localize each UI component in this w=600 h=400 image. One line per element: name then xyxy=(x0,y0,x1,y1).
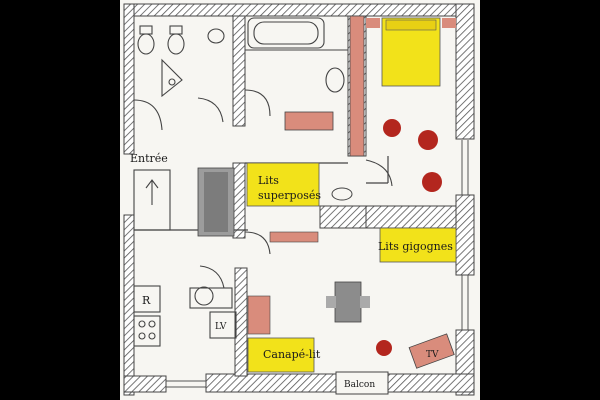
wall-bottom-mid xyxy=(205,373,337,393)
label-fridge: R xyxy=(142,294,151,307)
bedside-table-right xyxy=(442,18,456,28)
bunk-room-cabinet xyxy=(269,231,319,243)
washing-machine xyxy=(209,311,237,339)
living-plant xyxy=(376,340,392,356)
wall-left-lower xyxy=(123,214,135,396)
windows xyxy=(166,140,469,388)
wall-top xyxy=(123,3,475,17)
rug-icon xyxy=(331,187,353,201)
bunk-bed xyxy=(246,162,320,207)
kitchen-fixtures xyxy=(133,285,237,347)
balcony-door xyxy=(335,371,389,395)
wc-fixtures xyxy=(137,25,225,98)
sofa-bed xyxy=(247,337,315,373)
label-lits-gigognes: Lits gigognes xyxy=(378,240,453,253)
wall-wc-bath xyxy=(232,15,246,127)
dining-table xyxy=(326,281,370,323)
label-balcon: Balcon xyxy=(344,380,375,390)
tv-unit xyxy=(408,333,455,369)
shower-corner-icon xyxy=(161,58,183,98)
bath-cabinet xyxy=(284,111,334,131)
kitchen-sink-icon xyxy=(194,286,214,306)
label-canape-lit: Canapé-lit xyxy=(263,348,321,361)
fridge xyxy=(133,285,161,313)
bidet-icon xyxy=(167,33,185,55)
wall-left-upper xyxy=(123,3,135,155)
label-tv: TV xyxy=(426,350,439,360)
toilet-icon xyxy=(137,33,155,55)
floor-plan: Entrée Lits superposés Lits gigognes R L… xyxy=(120,0,480,400)
bathroom-fixtures xyxy=(245,17,348,93)
wall-closet xyxy=(319,205,367,229)
stove xyxy=(133,315,161,347)
bathroom-sink-icon xyxy=(325,67,345,93)
exterior-walls xyxy=(123,3,475,396)
wall-living-kitchen xyxy=(234,267,248,377)
bedroom-wardrobe xyxy=(349,15,365,157)
label-washer: LV xyxy=(215,322,227,332)
bathtub-icon xyxy=(247,17,325,49)
entrance-arrow-icon xyxy=(133,169,171,231)
wall-bedroom-bunk xyxy=(232,162,246,239)
wall-bottom-left xyxy=(123,375,167,393)
living-cabinet xyxy=(247,295,271,335)
bedside-table-left xyxy=(366,18,380,28)
door-swings xyxy=(133,89,393,289)
label-entree: Entrée xyxy=(130,152,168,165)
label-lits-superposes-1: Lits xyxy=(258,174,279,187)
label-lits-superposes-2: superposés xyxy=(258,189,321,202)
wall-right-mid xyxy=(455,194,475,276)
floor-plan-drawing: Entrée Lits superposés Lits gigognes R L… xyxy=(123,3,475,396)
trundle-bed xyxy=(379,227,457,263)
bedroom-plants xyxy=(383,119,442,192)
wall-bottom-right xyxy=(387,373,475,393)
sink-icon xyxy=(207,28,225,44)
wall-mid-horizontal xyxy=(365,205,457,229)
wall-right-upper xyxy=(455,3,475,140)
